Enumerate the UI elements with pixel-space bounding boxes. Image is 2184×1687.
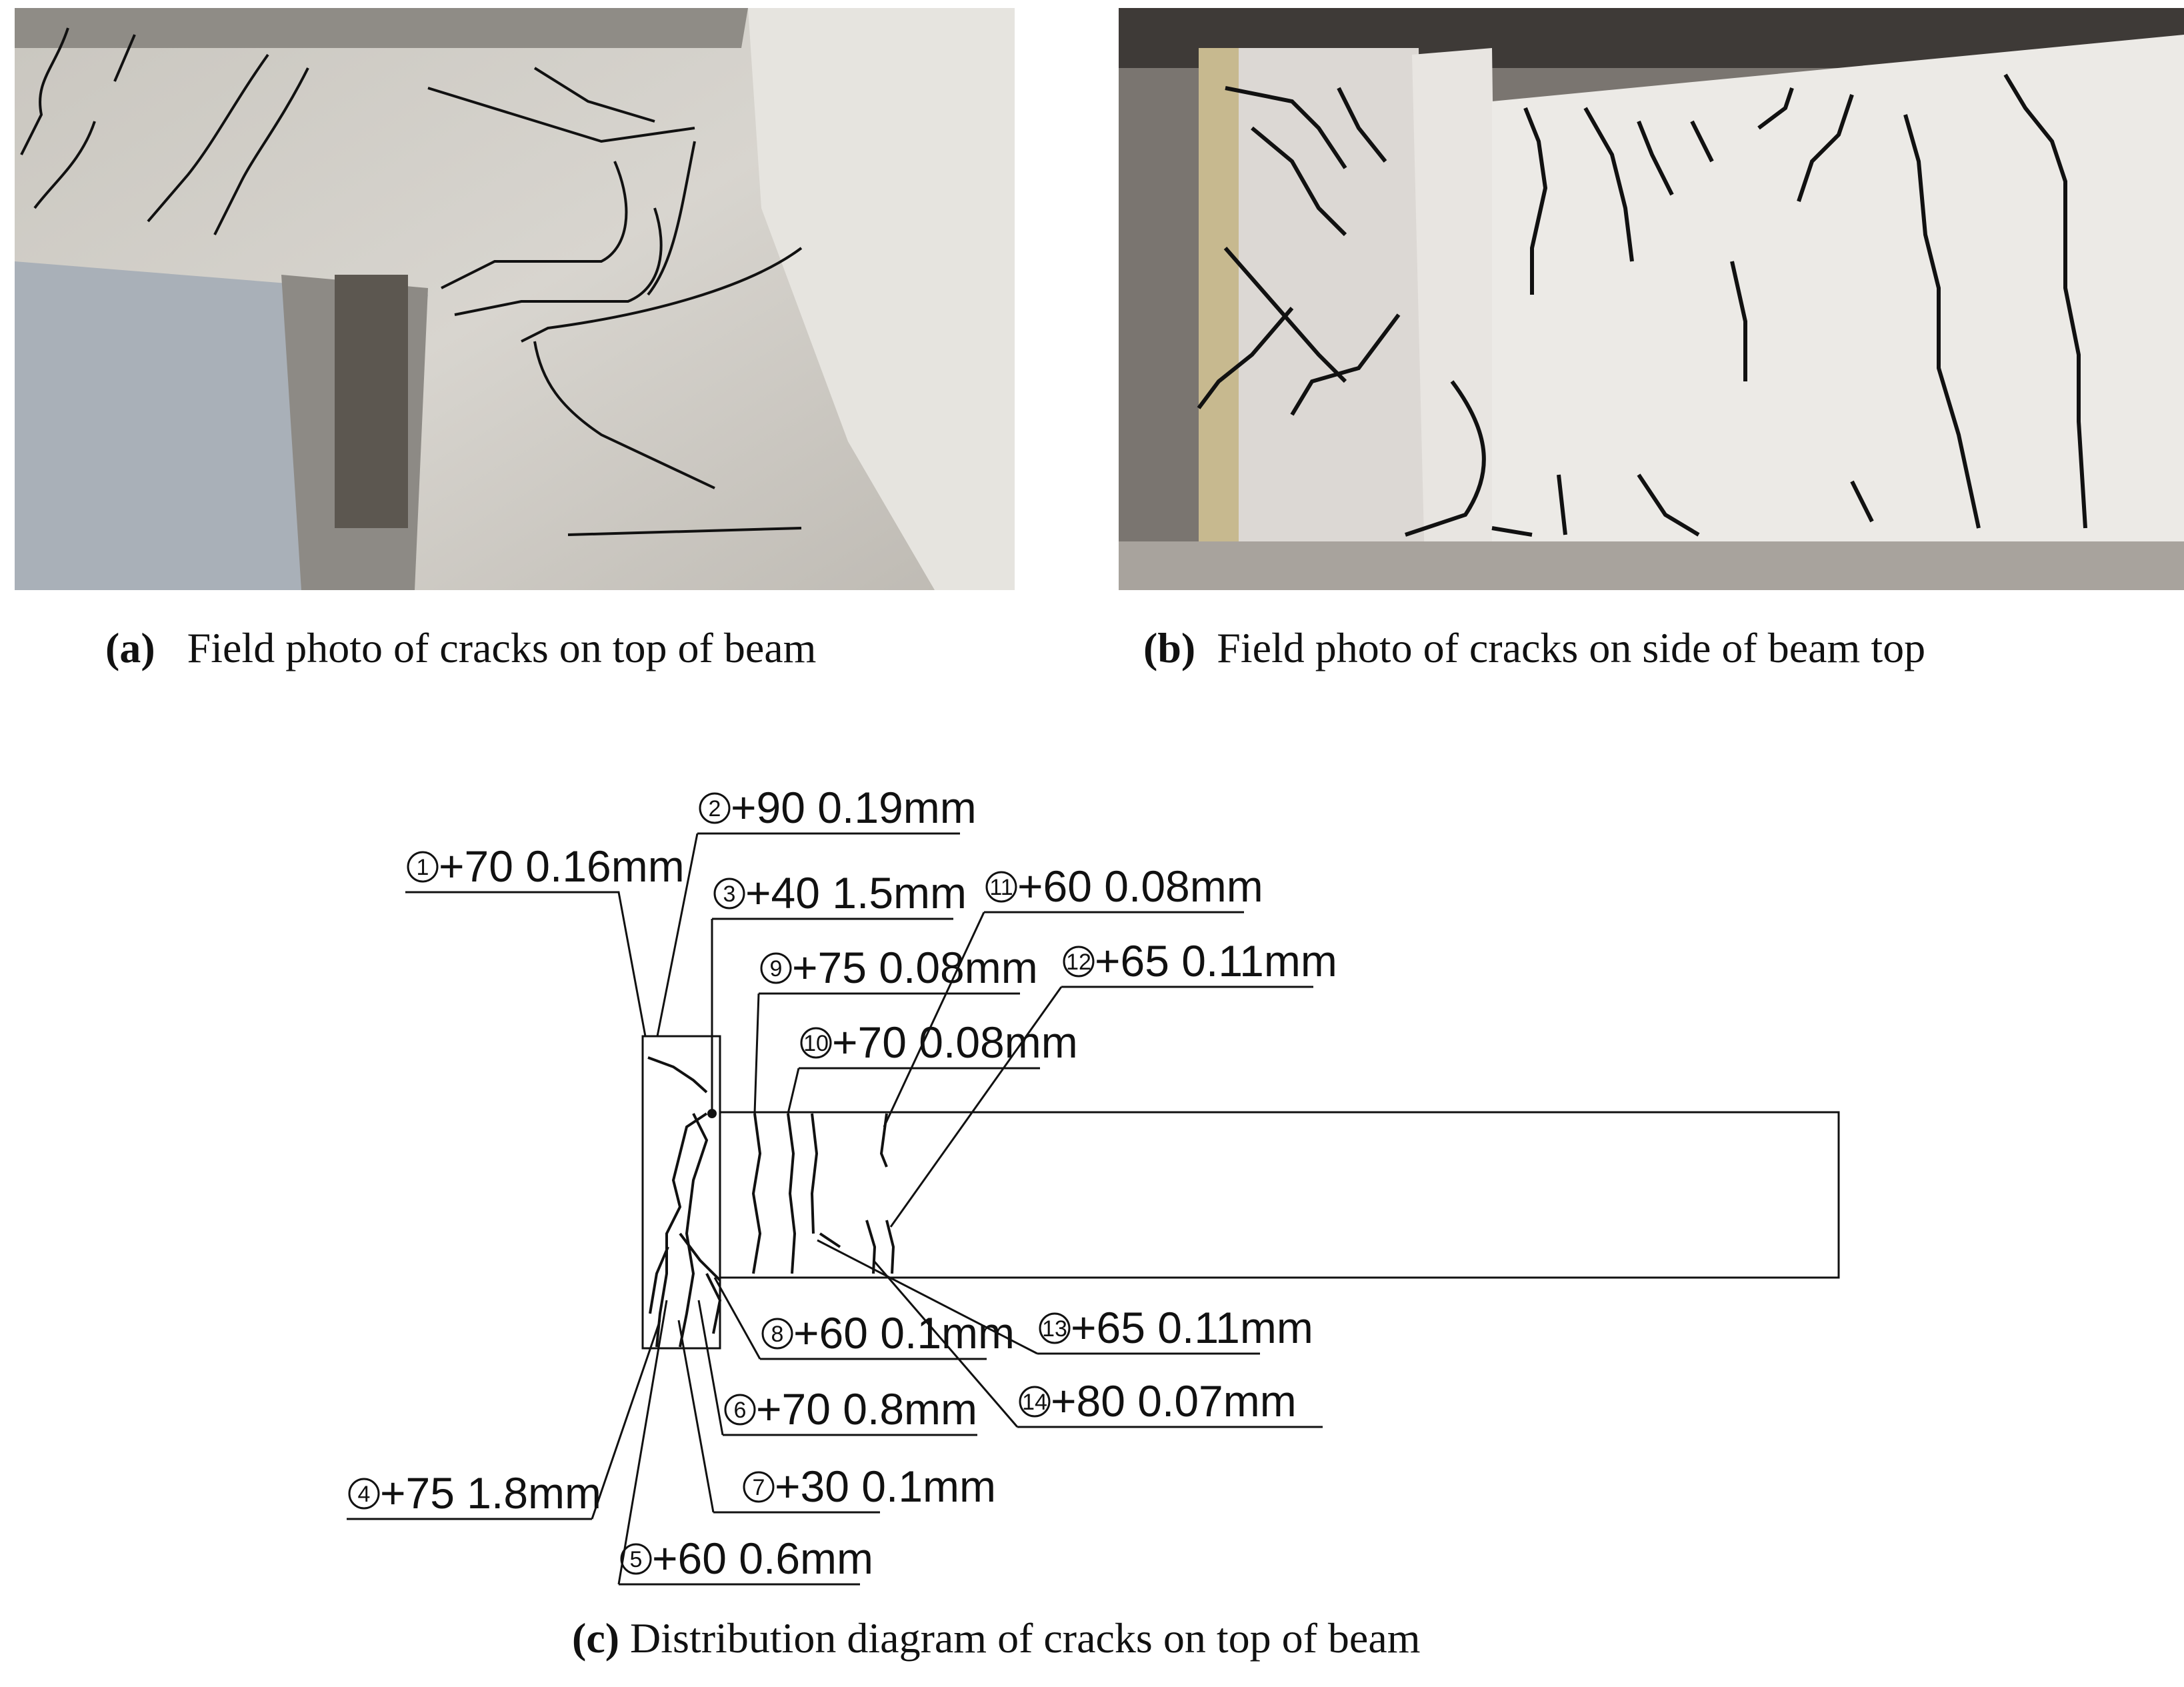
crack-label-1: 1 +70 0.16mm <box>407 841 685 891</box>
photo-side-of-beam <box>1119 8 2184 590</box>
crack-number: 4 <box>358 1482 371 1507</box>
crack-number-circle <box>800 1027 832 1059</box>
caption-panel-a: (a) Field photo of cracks on top of beam <box>105 623 816 673</box>
crack-label-4: 4 +75 1.8mm <box>348 1468 601 1518</box>
crack-number-circle <box>724 1394 756 1426</box>
crack-number: 8 <box>771 1322 784 1347</box>
crack-number: 11 <box>989 875 1013 900</box>
crack-distribution-diagram: 1 +70 0.16mm 2 +90 0.19mm 3 +40 1.5mm 4 +75 1.8… <box>347 783 1840 1586</box>
crack-label-text: +60 0.1mm <box>793 1308 1015 1358</box>
beam-outline <box>719 1111 1840 1279</box>
crack-label-text: +40 1.5mm <box>745 868 967 918</box>
crack-label-10: 10+70 0.08mm <box>800 1018 1078 1067</box>
crack-number-circle <box>1039 1312 1071 1344</box>
crack-label-14: 14+80 0.07mm <box>1019 1376 1297 1426</box>
crack-label-2: 2 +90 0.19mm <box>699 783 977 832</box>
crack-label-12: 12+65 0.11mm <box>1063 936 1337 986</box>
crack-label-5: 5 +60 0.6mm <box>620 1534 873 1583</box>
crack-label-11: 11+60 0.08mm <box>985 862 1263 911</box>
crack-label-text: +60 0.6mm <box>652 1534 873 1583</box>
crack-number: 7 <box>753 1475 765 1500</box>
crack-label-text: +75 1.8mm <box>380 1468 601 1518</box>
crack-number-circle <box>348 1478 380 1510</box>
crack-number-circle <box>760 952 792 984</box>
crack-number: 14 <box>1022 1390 1047 1415</box>
crack-label-text: +90 0.19mm <box>731 783 977 832</box>
crack-number: 13 <box>1042 1316 1067 1342</box>
crack-number-circle <box>985 871 1017 903</box>
crack-label-7: 7 +30 0.1mm <box>743 1462 996 1511</box>
crack-number: 6 <box>734 1398 747 1423</box>
crack-number: 5 <box>630 1547 643 1572</box>
crack-number: 1 <box>417 855 429 880</box>
crack-number-circle <box>407 851 439 883</box>
crack-label-text: +65 0.11mm <box>1071 1303 1313 1352</box>
caption-text: Field photo of cracks on top of beam <box>187 624 817 671</box>
caption-panel-b: (b) Field photo of cracks on side of bea… <box>1143 623 1925 673</box>
crack-number-circle <box>620 1543 652 1575</box>
column-outline <box>641 1035 721 1350</box>
photo-top-of-beam <box>15 8 1015 590</box>
crack-number-circle <box>743 1471 775 1503</box>
caption-text: Field photo of cracks on side of beam to… <box>1217 624 1926 671</box>
crack-label-text: +65 0.11mm <box>1095 936 1337 986</box>
crack-number-circle <box>699 792 731 824</box>
caption-text: Distribution diagram of cracks on top of… <box>630 1614 1421 1662</box>
crack-number-circle <box>1019 1386 1051 1418</box>
crack-number-circle <box>761 1318 793 1350</box>
crack-label-13: 13+65 0.11mm <box>1039 1303 1313 1352</box>
crack-number: 3 <box>723 882 736 907</box>
caption-tag: (c) <box>572 1614 620 1662</box>
crack-number-circle <box>713 878 745 910</box>
crack-label-text: +60 0.08mm <box>1017 862 1263 911</box>
caption-tag: (a) <box>105 624 155 671</box>
crack-label-text: +30 0.1mm <box>775 1462 996 1511</box>
caption-tag: (b) <box>1143 624 1196 671</box>
crack-number-circle <box>1063 946 1095 978</box>
crack-number: 10 <box>803 1031 829 1056</box>
caption-panel-c: (c) Distribution diagram of cracks on to… <box>572 1614 1421 1663</box>
crack-number: 9 <box>770 956 783 982</box>
crack-label-3: 3 +40 1.5mm <box>713 868 967 918</box>
crack-number: 12 <box>1066 950 1091 975</box>
crack-label-8: 8 +60 0.1mm <box>761 1308 1015 1358</box>
crack-label-text: +75 0.08mm <box>792 943 1038 992</box>
crack-label-text: +70 0.08mm <box>832 1018 1078 1067</box>
crack-label-text: +80 0.07mm <box>1051 1376 1297 1426</box>
crack-label-9: 9 +75 0.08mm <box>760 943 1038 992</box>
crack-label-6: 6 +70 0.8mm <box>724 1384 977 1434</box>
crack-label-text: +70 0.8mm <box>756 1384 977 1434</box>
crack-number: 2 <box>709 796 721 821</box>
crack-label-text: +70 0.16mm <box>439 841 685 891</box>
